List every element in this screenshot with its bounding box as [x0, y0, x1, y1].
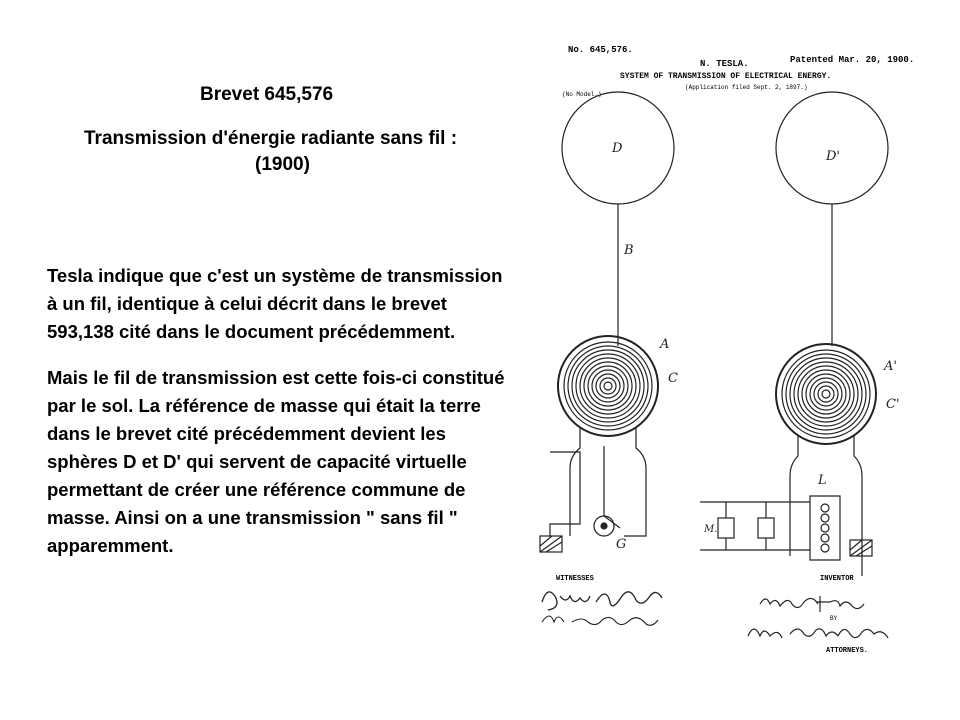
by-label: BY: [830, 615, 838, 622]
label-a-prime: A': [883, 359, 897, 374]
left-ground-lead: [549, 451, 581, 536]
title-line-2: Transmission d'énergie radiante sans fil…: [84, 128, 458, 149]
coil-windings-right: [781, 349, 871, 439]
label-a: A: [659, 337, 669, 352]
motor-m2: [757, 517, 775, 539]
label-m: M.: [703, 524, 717, 535]
label-c: C: [668, 371, 678, 386]
witnesses-label: WITNESSES: [556, 575, 594, 583]
label-l: L: [817, 473, 827, 488]
coil-windings-left: [563, 341, 653, 431]
coil-a: [557, 335, 659, 437]
patent-system-title: SYSTEM OF TRANSMISSION OF ELECTRICAL ENE…: [620, 72, 831, 81]
generator-g: [593, 515, 615, 537]
label-d-prime: D': [825, 149, 840, 164]
inventor-label: INVENTOR: [820, 575, 854, 583]
ground-right: [849, 539, 873, 557]
witness-signature-1: [541, 591, 663, 611]
sphere-d-prime: [775, 91, 889, 205]
paragraph-1: Tesla indique que c'est un système de tr…: [47, 265, 503, 342]
right-conductor-1: [789, 436, 799, 556]
load-lines: [700, 501, 810, 551]
patent-number: No. 645,576.: [568, 45, 633, 55]
lamp-bank-l: [809, 495, 841, 561]
paragraph-2: Mais le fil de transmission est cette fo…: [47, 367, 505, 556]
coil-a-prime: [775, 343, 877, 445]
title-line-1: Brevet 645,576: [200, 84, 334, 105]
patent-drawing: No. 645,576. N. TESLA. Patented Mar. 20,…: [520, 36, 920, 660]
patent-application: (Application filed Sept. 2, 1897.): [685, 84, 807, 91]
title-line-3: (1900): [255, 154, 310, 175]
label-b: B: [623, 243, 634, 258]
left-conductor-2: [624, 428, 647, 537]
no-model-label: (No Model.): [562, 91, 602, 98]
lamp-bank-bulbs: [820, 503, 830, 553]
motor-m1: [717, 517, 735, 539]
patent-inventor-name: N. TESLA.: [700, 59, 749, 69]
patented-date: Patented Mar. 20, 1900.: [790, 55, 914, 65]
attorneys-signature: [747, 628, 889, 639]
label-g: G: [616, 537, 626, 552]
description-text: Tesla indique que c'est un système de tr…: [47, 262, 517, 578]
right-conductor-2: [853, 436, 863, 576]
witness-signature-2: [541, 615, 659, 626]
attorneys-label: ATTORNEYS.: [826, 647, 868, 655]
label-d: D: [611, 141, 623, 156]
label-c-prime: C': [886, 397, 900, 412]
ground-left: [539, 535, 563, 553]
inventor-signature: [759, 596, 865, 612]
left-conductor-1: [569, 428, 581, 536]
